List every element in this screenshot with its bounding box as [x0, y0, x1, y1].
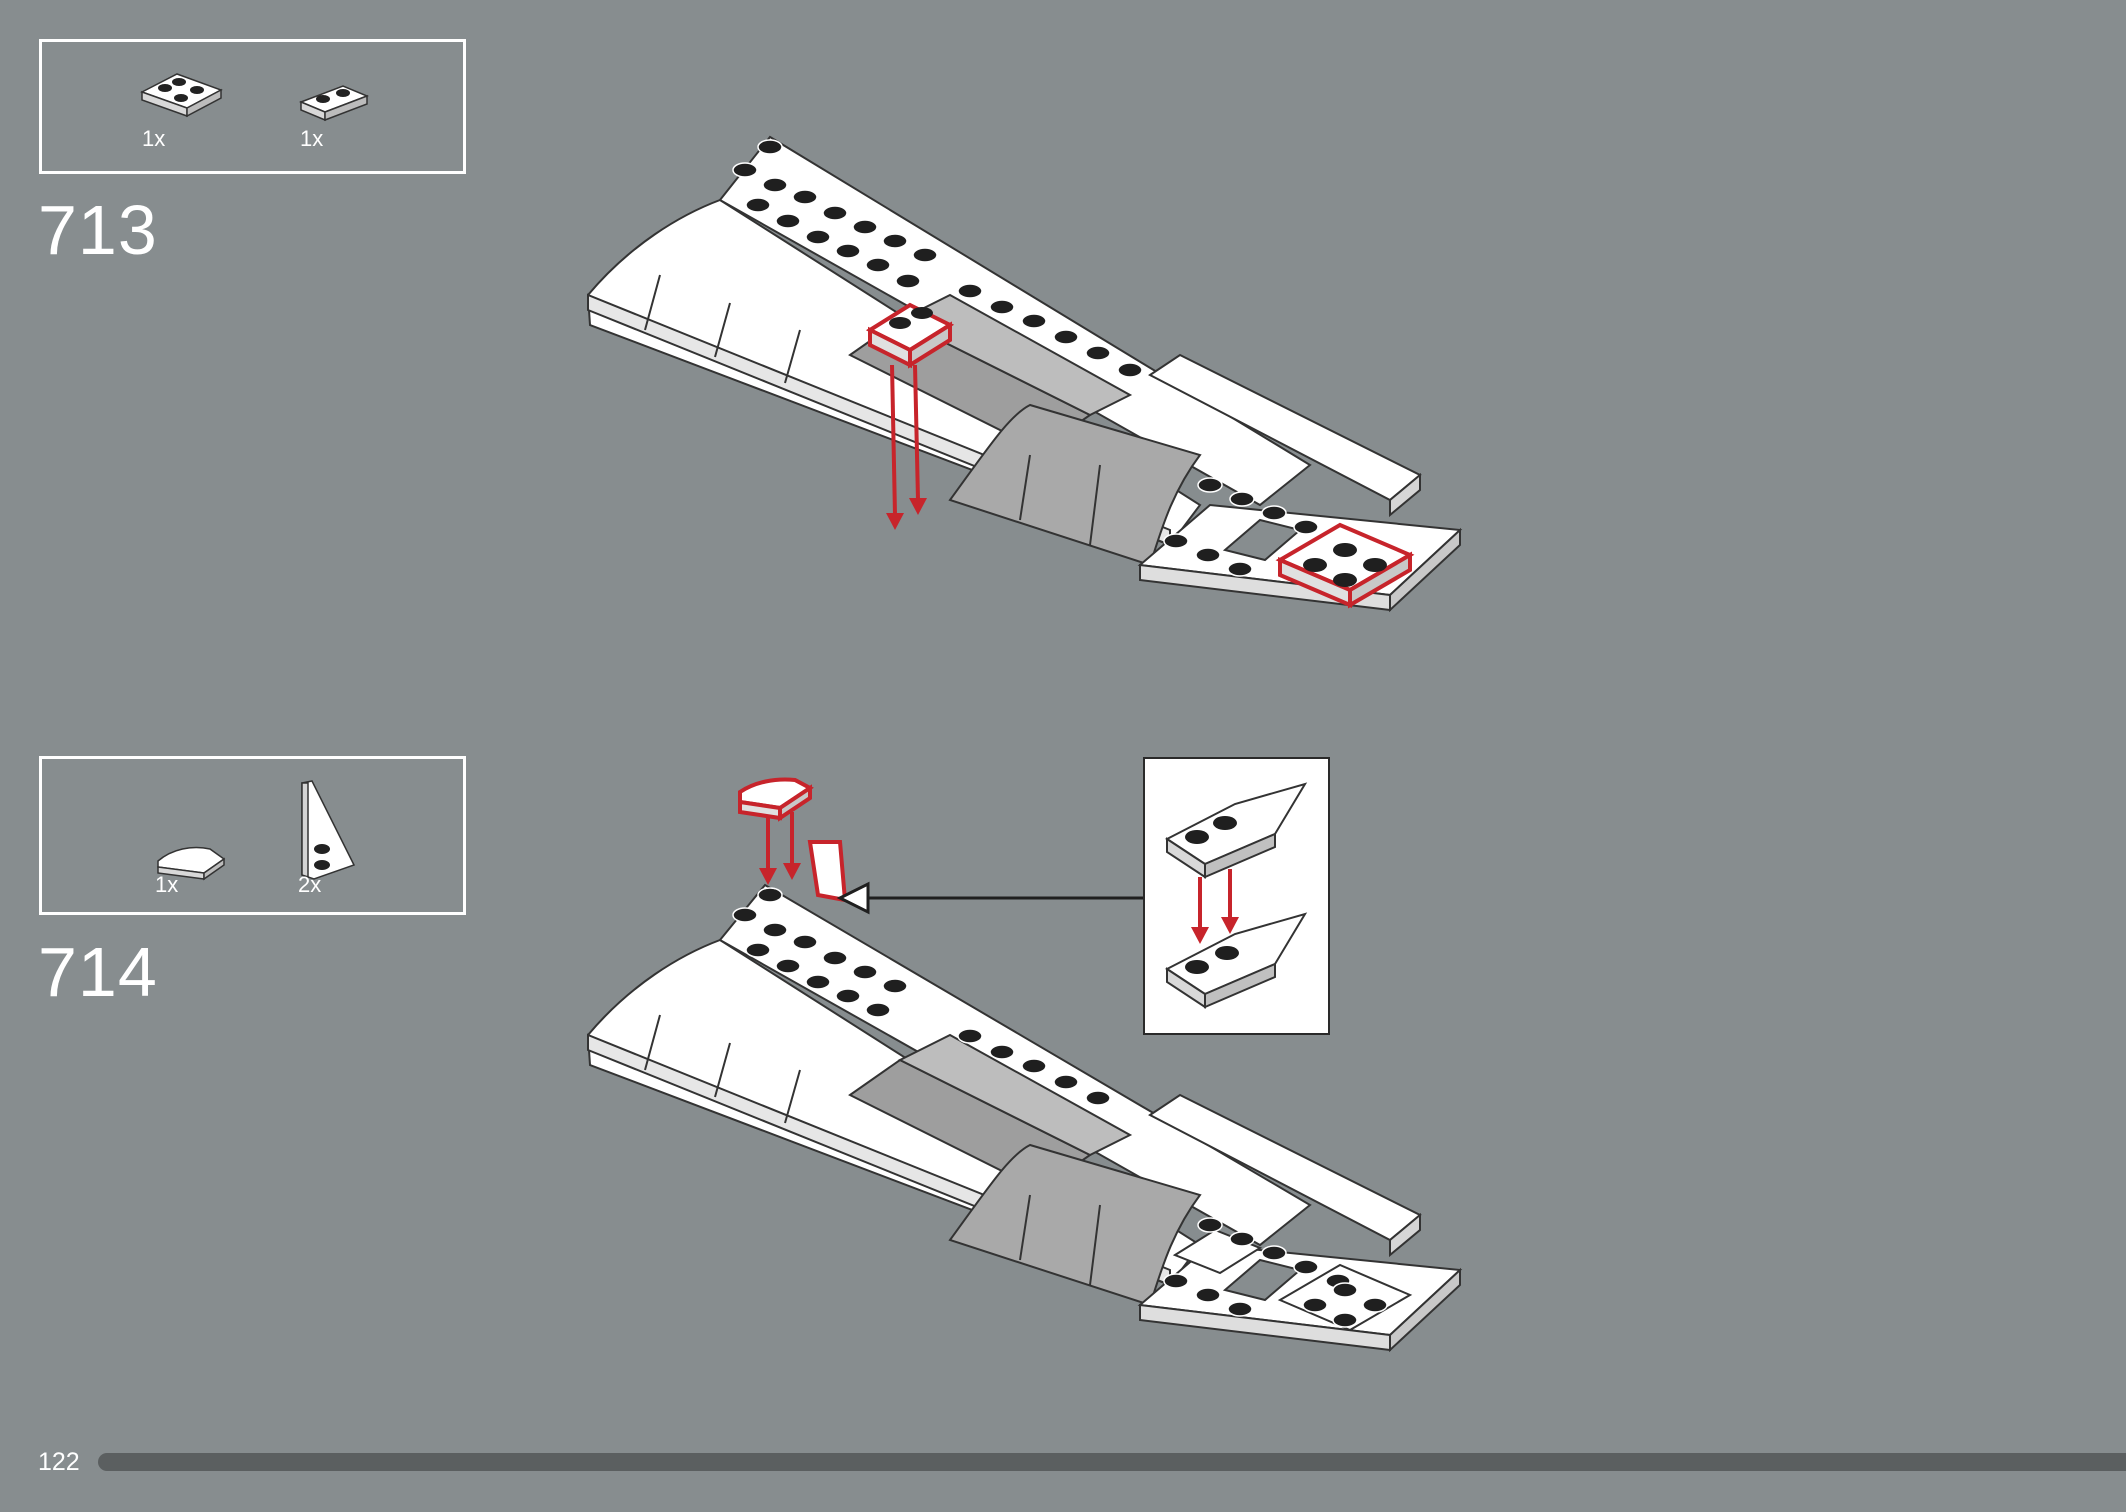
- plate-1x2-icon: [298, 85, 370, 122]
- wedge-plate-pair-icon: [1165, 782, 1308, 1009]
- build-illustration-step-714: [586, 777, 1463, 1353]
- curved-slope-icon: [157, 846, 226, 881]
- wedge-plate-icon: [301, 780, 356, 880]
- sub-assembly-callout: [1143, 757, 1330, 1035]
- part-qty: 1x: [142, 126, 166, 151]
- progress-bar: [98, 1453, 2126, 1471]
- build-illustration-step-713: [586, 135, 1463, 613]
- plate-2x2-icon: [140, 73, 223, 118]
- step-number: 713: [38, 191, 158, 269]
- page-number: 122: [38, 1448, 80, 1476]
- parts-box-step-713: 1x 1x: [39, 39, 466, 174]
- part-qty: 1x: [300, 126, 324, 151]
- part-qty: 1x: [155, 872, 179, 897]
- step-number: 714: [38, 933, 158, 1011]
- part-qty: 2x: [298, 872, 322, 897]
- parts-box-step-714: 1x 2x: [39, 756, 466, 915]
